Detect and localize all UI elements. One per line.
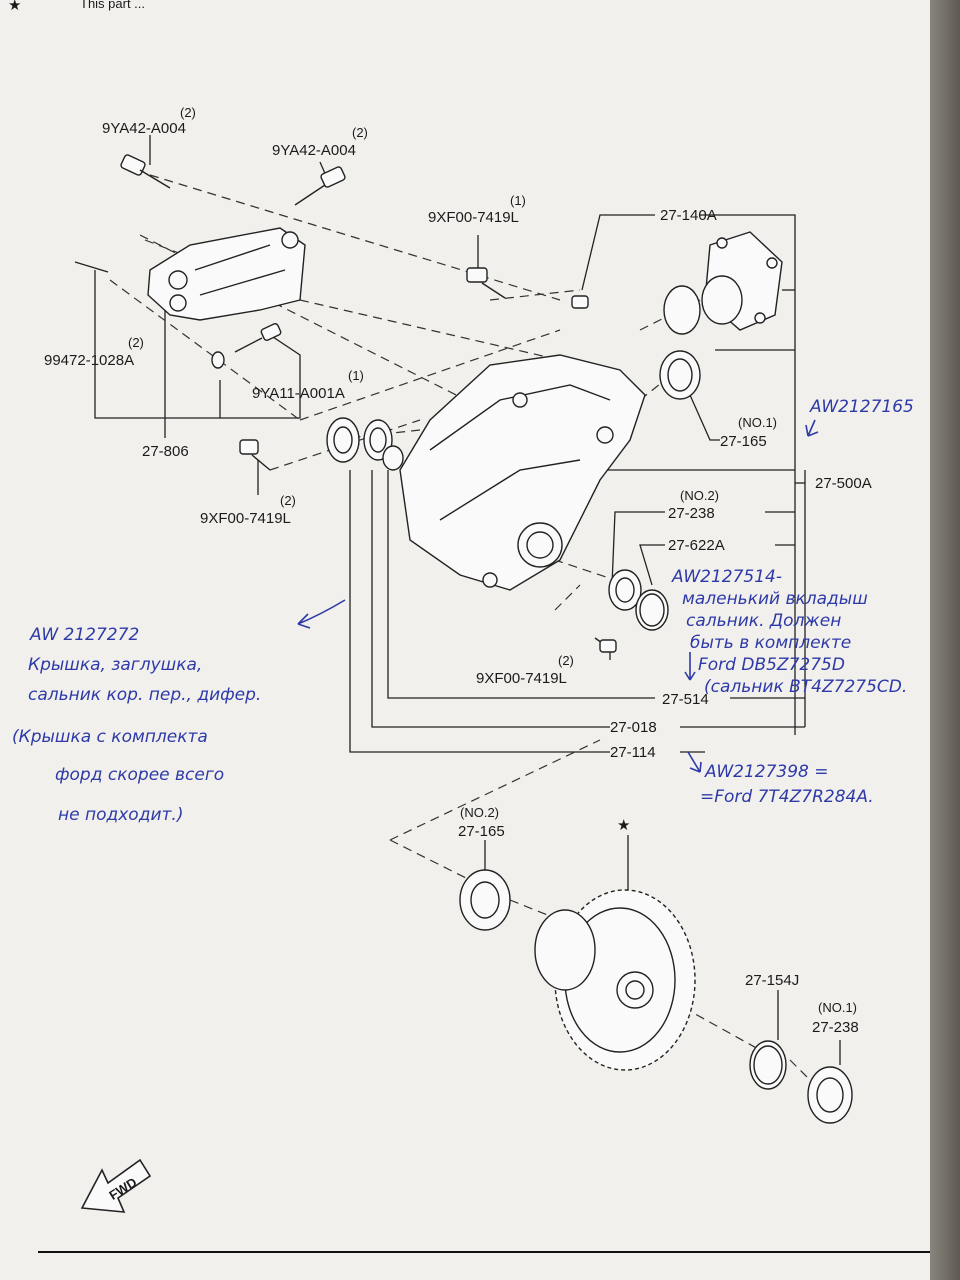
shim-icon [749,1040,787,1090]
label-code: 27-500A [815,475,872,492]
oring-icon [635,589,669,631]
label-code: 27-114 [610,744,656,761]
note-right-top: AW2127165 [809,397,914,417]
label-qty: (2) [180,105,196,120]
label-code: 9YA42-A004 [272,142,356,159]
bolt-washer-icon [211,323,282,369]
label-code: 27-622A [668,537,725,554]
plug-icon [571,295,589,309]
bearing-no2-icon [459,869,511,931]
label-qty: (NO.2) [680,488,719,503]
label-qty: (2) [558,653,574,668]
label-code: 27-154J [745,972,799,989]
note-left-line: AW 2127272 [29,625,139,645]
note-398-line: =Ford 7T4Z7R284A. [700,787,874,807]
label-code: 9YA11-A001A [252,385,345,402]
label-code: 9XF00-7419L [476,670,567,687]
header-text: This part ... [80,0,145,11]
label-code: 27-514 [662,691,709,708]
label-code: 27-806 [142,443,189,460]
handwritten-notes: AW2127165 AW2127514- маленький вкладыш с… [12,397,914,825]
note-514-line: маленький вкладыш [682,589,868,609]
note-514-line: (сальник BT4Z7275CD. [704,677,907,697]
note-514-line: AW2127514- [671,567,782,587]
label-qty: (2) [128,335,144,350]
note-left-line: (Крышка с комплекта [12,727,208,747]
leader-lines [94,135,841,1065]
label-code: 9YA42-A004 [102,120,186,137]
note-left-line: форд скорее всего [55,765,224,785]
part-labels: (2) 9YA42-A004 (2) 9YA42-A004 (1) 9XF00-… [44,105,872,1036]
note-left-line: сальник кор. пер., дифер. [28,685,261,705]
label-qty: (2) [352,125,368,140]
label-qty: (1) [510,193,526,208]
note-left-line: не подходит.) [58,805,183,825]
stud-left-icon [74,261,109,273]
label-code: 99472-1028A [44,352,134,369]
note-514-line: Ford DB5Z7275D [698,655,845,675]
label-qty: (2) [280,493,296,508]
transfer-case-icon [399,354,646,591]
label-code: 27-018 [610,719,657,736]
label-qty: (1) [348,368,364,383]
label-code: 27-165 [720,433,767,450]
label-code: 27-238 [668,505,715,522]
label-code: 27-165 [458,823,505,840]
note-left-line: Крышка, заглушка, [28,655,202,675]
bearing-no2-top-icon [608,569,642,611]
bearing-no1-icon [807,1066,853,1124]
seal-no1-icon [659,350,701,400]
seals-stack-icon [326,417,404,471]
differential-gear-icon [534,889,696,1071]
note-514-line: быть в комплекте [690,633,851,653]
label-qty: (NO.1) [738,415,777,430]
label-qty: (NO.1) [818,1000,857,1015]
label-code: 9XF00-7419L [200,510,291,527]
label-code: 27-238 [812,1019,859,1036]
star-mark: ★ [617,817,630,834]
bolt-top-right-icon [294,166,346,206]
bolt-top-left-icon [120,154,171,189]
label-code: 27-140A [660,207,717,224]
note-398-line: AW2127398 = [704,762,829,782]
background-edge [930,0,960,1280]
flange-icon [663,231,783,335]
label-qty: (NO.2) [460,805,499,820]
fwd-arrow-icon: FWD [80,1158,152,1213]
note-514-line: сальник. Должен [686,611,841,631]
bolt-mid-icon [466,267,506,299]
mount-bracket-icon [147,227,306,321]
bolt-lower-mid-icon [594,637,617,653]
header-star: ★ [8,0,21,14]
label-code: 9XF00-7419L [428,209,519,226]
bolt-lower-left-icon [239,439,271,471]
